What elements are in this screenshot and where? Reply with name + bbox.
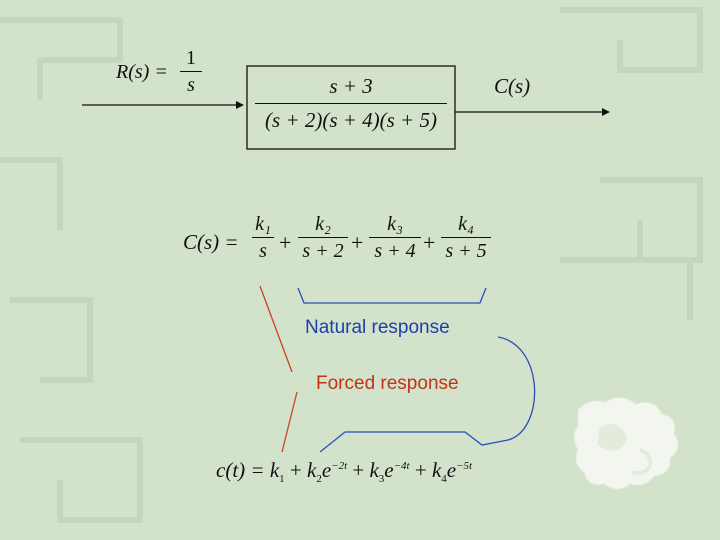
plus-sign: + (352, 458, 364, 482)
tr-e2-sup: −2t (331, 460, 347, 472)
tr-k1-sub: 1 (279, 473, 285, 485)
time-response: c(t) = k1 + k2e−2t + k3e−4t + k4e−5t (216, 458, 472, 485)
tr-k1: k (270, 458, 279, 482)
natural-response-label: Natural response (305, 317, 450, 339)
tr-e3: e (384, 458, 393, 482)
tr-k3: k (369, 458, 378, 482)
natural-bracket-top (298, 288, 486, 303)
forced-response-label: Forced response (316, 373, 459, 395)
tr-e4: e (447, 458, 456, 482)
tr-e3-sup: −4t (394, 460, 410, 472)
plus-sign: + (290, 458, 302, 482)
tr-e2: e (322, 458, 331, 482)
forced-connector-upper (260, 286, 292, 372)
forced-connector-lower (282, 392, 297, 452)
tr-lhs: c(t) = (216, 458, 265, 482)
plus-sign: + (415, 458, 427, 482)
tr-e4-sup: −5t (456, 460, 472, 472)
tr-k4: k (432, 458, 441, 482)
tr-k2: k (307, 458, 316, 482)
